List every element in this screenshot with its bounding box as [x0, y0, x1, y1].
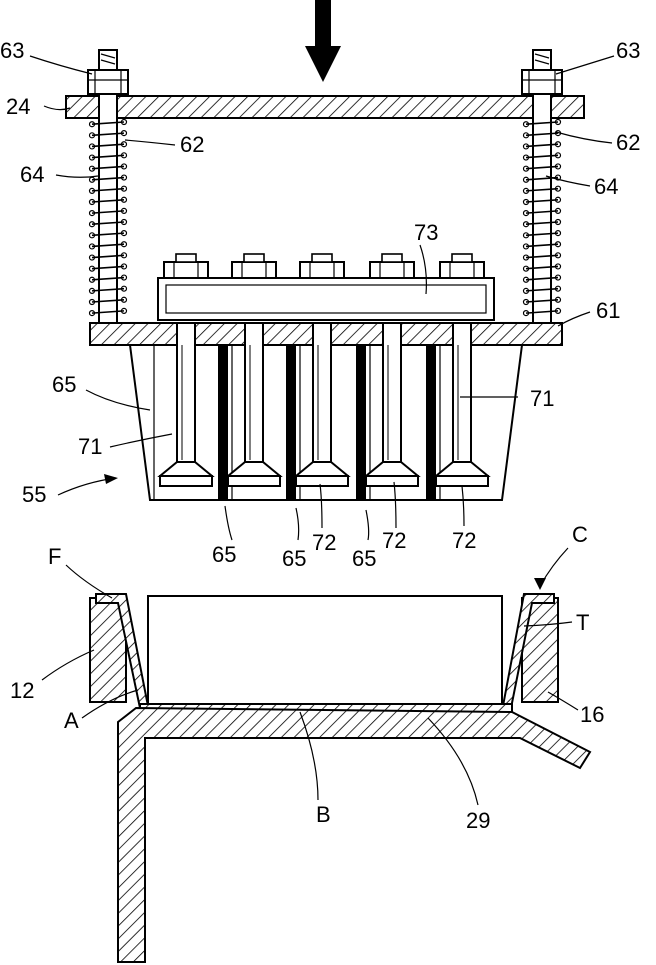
lower-assembly: [89, 593, 592, 963]
label-62-left: 62: [180, 132, 204, 157]
label-A: A: [64, 708, 79, 733]
label-65-upper: 65: [52, 372, 76, 397]
pressing-bar: [157, 277, 495, 321]
label-65-b: 65: [282, 546, 306, 571]
label-63-right: 63: [616, 38, 640, 63]
label-72-a: 72: [312, 530, 336, 555]
label-71-right: 71: [530, 386, 554, 411]
label-64-right: 64: [594, 174, 618, 199]
top-plate: [65, 95, 585, 119]
press-direction-arrow: [305, 0, 341, 82]
label-F: F: [48, 544, 61, 569]
label-61: 61: [596, 298, 620, 323]
label-73: 73: [414, 220, 438, 245]
label-T: T: [576, 610, 589, 635]
label-64-left: 64: [20, 162, 44, 187]
assembly-55-arrow: [57, 474, 118, 496]
right-spring: [522, 118, 562, 317]
label-71-left: 71: [78, 434, 102, 459]
press-pins: [157, 322, 491, 487]
label-C: C: [572, 522, 588, 547]
label-65-c: 65: [352, 546, 376, 571]
label-72-c: 72: [452, 528, 476, 553]
label-12: 12: [10, 678, 34, 703]
label-62-right: 62: [616, 130, 640, 155]
label-24: 24: [6, 94, 30, 119]
reference-labels: 63 63 24 62 62 64 64 73 61 65 71 71 55 6…: [0, 38, 640, 833]
label-65-a: 65: [212, 542, 236, 567]
label-16: 16: [580, 702, 604, 727]
label-55: 55: [22, 482, 46, 507]
label-72-b: 72: [382, 528, 406, 553]
label-63-left: 63: [0, 38, 24, 63]
label-B: B: [316, 802, 331, 827]
left-spring: [88, 118, 128, 317]
c-arrowhead: [534, 578, 546, 590]
bar-nuts: [163, 253, 485, 279]
leader-lines: [29, 55, 615, 806]
label-29: 29: [466, 808, 490, 833]
